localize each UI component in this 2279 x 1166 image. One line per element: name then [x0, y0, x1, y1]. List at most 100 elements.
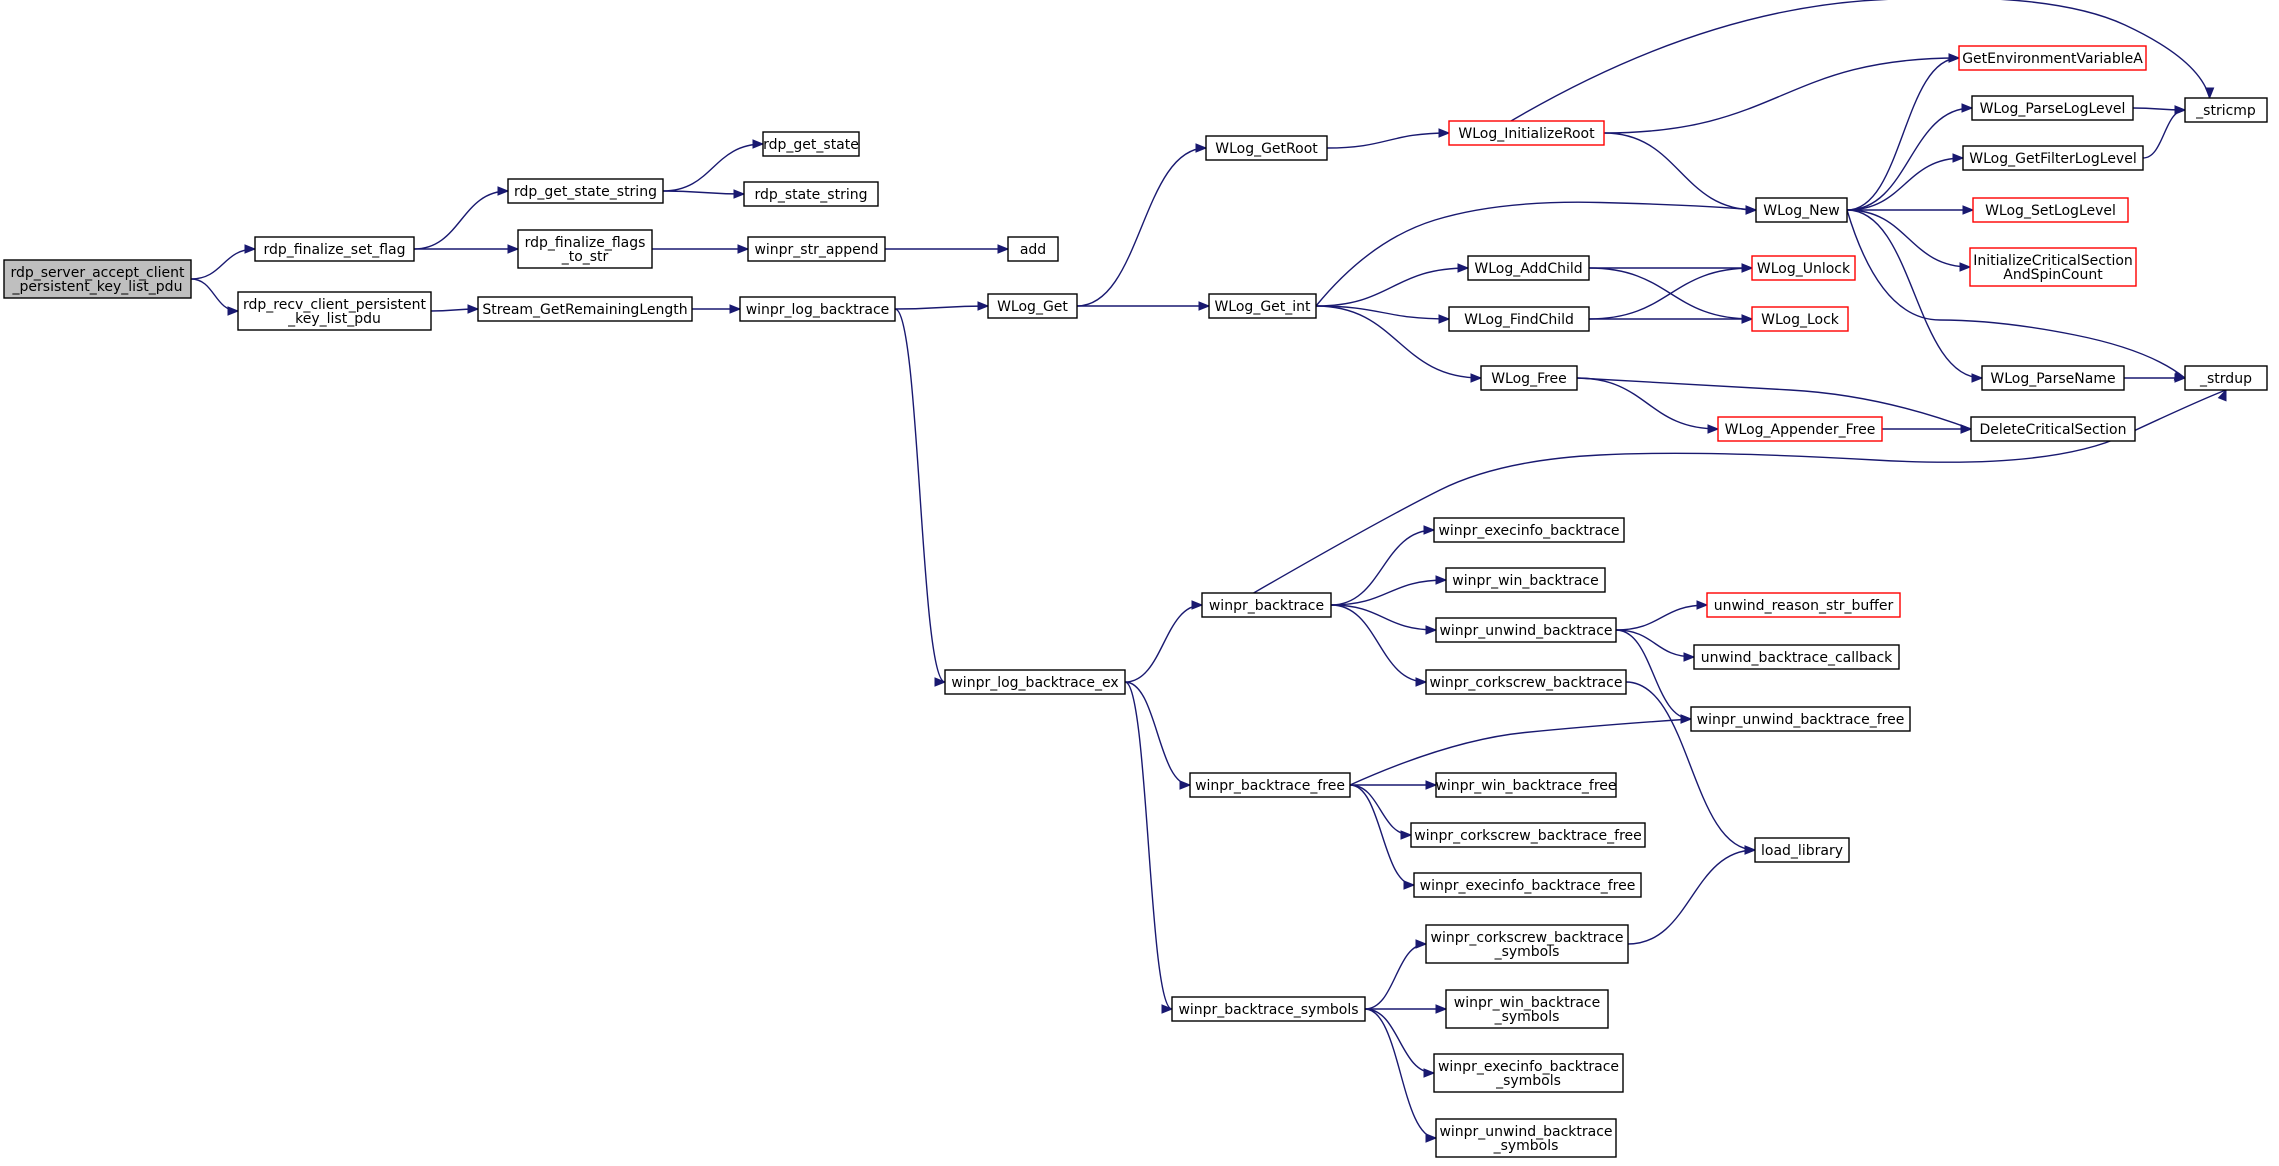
call-edge: [894, 301, 990, 311]
function-node-lock[interactable]: WLog_Lock: [1751, 306, 1849, 332]
function-node-state-string[interactable]: rdp_state_string: [743, 181, 879, 207]
function-node-wlog-get[interactable]: WLog_Get: [987, 293, 1078, 319]
function-node-load-library[interactable]: load_library: [1754, 837, 1850, 863]
function-node-execinfo-bt[interactable]: winpr_execinfo_backtrace: [1433, 517, 1625, 543]
function-node-str-append[interactable]: winpr_str_append: [747, 236, 886, 262]
edge-line: [1364, 1008, 1435, 1074]
edge-line: [894, 308, 946, 683]
arrowhead: [1745, 205, 1758, 215]
arrowhead: [997, 244, 1010, 254]
function-node-win-bt[interactable]: winpr_win_backtrace: [1445, 567, 1606, 593]
function-node-setloglevel[interactable]: WLog_SetLogLevel: [1972, 197, 2129, 223]
function-node-deletecs[interactable]: DeleteCriticalSection: [1970, 416, 2136, 442]
function-node-bt-free[interactable]: winpr_backtrace_free: [1189, 772, 1351, 798]
call-edge: [1846, 209, 1972, 272]
function-node-unwind-bt-sym[interactable]: winpr_unwind_backtrace_symbols: [1435, 1118, 1617, 1158]
function-node-win-bt-free[interactable]: winpr_win_backtrace_free: [1435, 772, 1617, 798]
node-box: [2184, 365, 2268, 391]
function-node-parseloglevel[interactable]: WLog_ParseLogLevel: [1971, 95, 2134, 121]
call-edge: [1349, 780, 1438, 790]
arrowhead: [1195, 143, 1208, 153]
function-node-addchild[interactable]: WLog_AddChild: [1467, 255, 1590, 281]
function-node-corkscrew-bt-sym[interactable]: winpr_corkscrew_backtrace_symbols: [1425, 924, 1629, 964]
function-node-stream-remaining[interactable]: Stream_GetRemainingLength: [477, 296, 693, 322]
function-node-appender-free[interactable]: WLog_Appender_Free: [1717, 416, 1883, 442]
arrowhead: [1425, 625, 1438, 635]
function-node-stricmp[interactable]: _stricmp: [2184, 97, 2268, 123]
call-edge: [1364, 1004, 1448, 1014]
function-node-wlog-free[interactable]: WLog_Free: [1480, 365, 1578, 391]
node-label: winpr_backtrace_symbols: [1178, 1002, 1358, 1018]
function-node-corkscrew-bt[interactable]: winpr_corkscrew_backtrace: [1425, 669, 1627, 695]
function-node-wlog-getroot[interactable]: WLog_GetRoot: [1205, 135, 1328, 161]
edge-line: [1315, 305, 1482, 379]
function-node-unlock[interactable]: WLog_Unlock: [1751, 255, 1856, 281]
function-node-strdup[interactable]: _strdup: [2184, 365, 2268, 391]
call-edge: [692, 304, 742, 314]
edge-line: [1349, 718, 1692, 786]
function-node-wlog-initroot[interactable]: WLog_InitializeRoot: [1448, 120, 1605, 146]
function-node-execinfo-bt-sym[interactable]: winpr_execinfo_backtrace_symbols: [1433, 1053, 1624, 1093]
node-box: [1413, 872, 1642, 898]
arrowhead: [977, 301, 990, 311]
arrowhead: [1959, 262, 1972, 272]
node-box: [1969, 247, 2137, 287]
edge-line: [1330, 604, 1427, 683]
call-edge: [1846, 209, 2187, 381]
function-node-finalize-set-flag[interactable]: rdp_finalize_set_flag: [254, 236, 415, 262]
node-label: InitializeCriticalSection: [1973, 253, 2133, 269]
edge-line: [1326, 132, 1450, 149]
function-node-findchild[interactable]: WLog_FindChild: [1448, 306, 1590, 332]
arrowhead: [934, 677, 947, 687]
function-node-getfilterloglevel[interactable]: WLog_GetFilterLogLevel: [1962, 145, 2144, 171]
node-box: [2184, 97, 2268, 123]
node-box: [1425, 924, 1629, 964]
arrowhead: [1191, 600, 1204, 610]
call-edge: [1364, 939, 1428, 1010]
node-label: winpr_backtrace_free: [1195, 778, 1345, 794]
arrowhead: [1179, 780, 1192, 790]
node-box: [1448, 306, 1590, 332]
arrowhead: [2217, 388, 2227, 402]
function-node-log-backtrace[interactable]: winpr_log_backtrace: [739, 296, 896, 322]
function-node-getenv[interactable]: GetEnvironmentVariableA: [1958, 45, 2147, 71]
function-node-root[interactable]: rdp_server_accept_client_persistent_key_…: [3, 259, 192, 299]
call-edge: [1588, 263, 1754, 320]
function-node-wlog-get-int[interactable]: WLog_Get_int: [1208, 293, 1317, 319]
function-node-finalize-flags-to-str[interactable]: rdp_finalize_flags_to_str: [517, 229, 653, 269]
edge-line: [1846, 57, 1960, 211]
function-node-wlog-new[interactable]: WLog_New: [1755, 197, 1848, 223]
node-box: [1693, 644, 1900, 670]
function-node-get-state-string[interactable]: rdp_get_state_string: [507, 178, 664, 204]
edges-layer: [190, 0, 2227, 1143]
function-node-recv-client-persistent[interactable]: rdp_recv_client_persistent_key_list_pdu: [237, 291, 432, 331]
function-node-get-state[interactable]: rdp_get_state: [762, 131, 860, 157]
node-box: [1958, 45, 2147, 71]
node-label: WLog_Unlock: [1757, 261, 1851, 277]
function-node-unwind-reason[interactable]: unwind_reason_str_buffer: [1706, 592, 1901, 618]
edge-line: [1615, 629, 1695, 658]
function-node-backtrace[interactable]: winpr_backtrace: [1201, 592, 1332, 618]
edge-line: [2142, 109, 2186, 159]
arrowhead: [737, 244, 750, 254]
node-box: [739, 296, 896, 322]
function-node-add[interactable]: add: [1007, 236, 1059, 262]
edge-line: [894, 305, 989, 310]
function-node-parsename[interactable]: WLog_ParseName: [1981, 365, 2125, 391]
edge-line: [1603, 57, 1960, 134]
function-node-execinfo-bt-free[interactable]: winpr_execinfo_backtrace_free: [1413, 872, 1642, 898]
call-edge: [1076, 143, 1208, 307]
function-node-bt-symbols[interactable]: winpr_backtrace_symbols: [1171, 996, 1366, 1022]
function-node-corkscrew-bt-free[interactable]: winpr_corkscrew_backtrace_free: [1410, 822, 1646, 848]
call-edge: [1326, 128, 1451, 149]
function-node-unwind-bt[interactable]: winpr_unwind_backtrace: [1435, 617, 1617, 643]
edge-line: [662, 143, 764, 192]
function-node-unwind-bt-free[interactable]: winpr_unwind_backtrace_free: [1690, 706, 1911, 732]
call-edge: [885, 244, 1010, 254]
function-node-win-bt-sym[interactable]: winpr_win_backtrace_symbols: [1445, 989, 1609, 1029]
node-box: [1480, 365, 1578, 391]
arrowhead: [733, 189, 746, 199]
function-node-log-backtrace-ex[interactable]: winpr_log_backtrace_ex: [944, 669, 1126, 695]
function-node-unwind-cb[interactable]: unwind_backtrace_callback: [1693, 644, 1900, 670]
